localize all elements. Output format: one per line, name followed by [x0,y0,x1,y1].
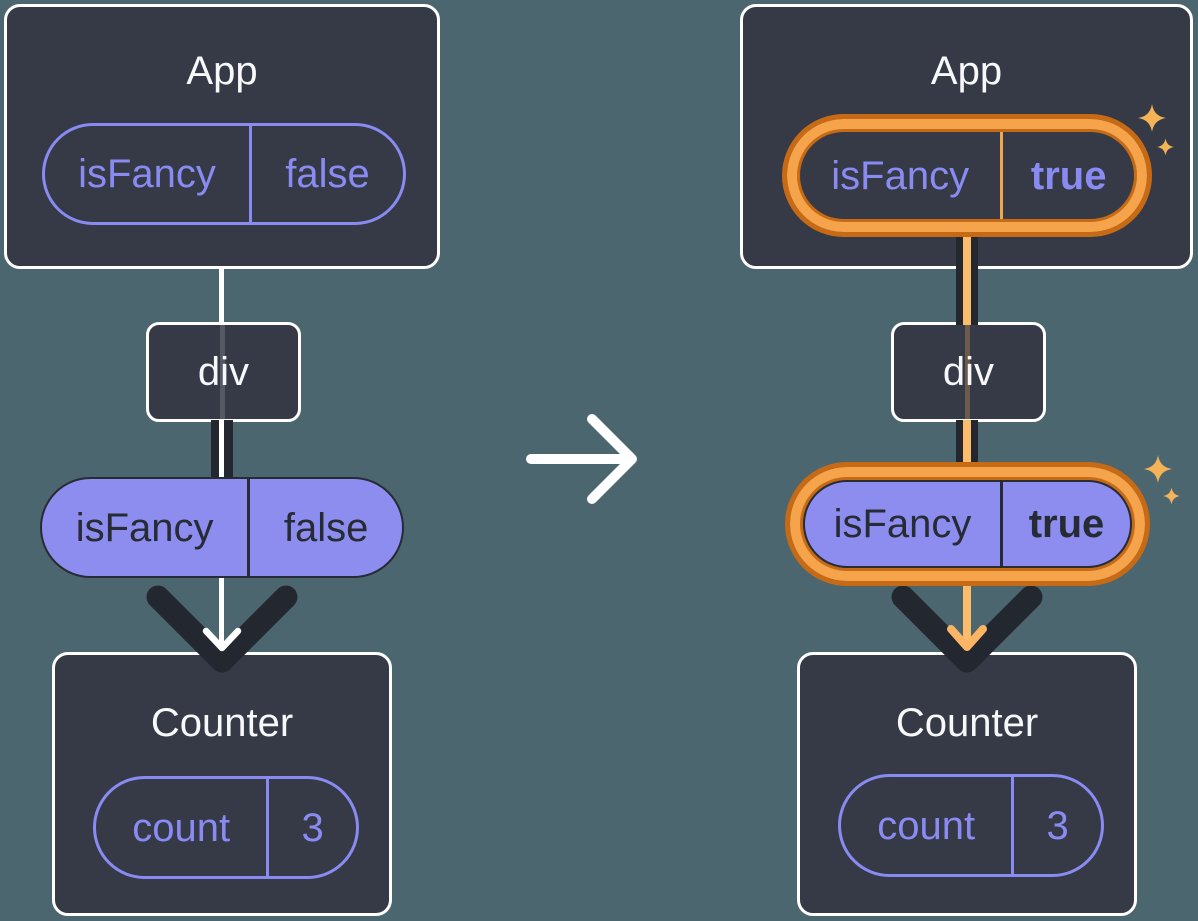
after-counter-state-name: count [877,803,976,848]
after-div-label: div [942,349,995,394]
before-passed-prop-pill: isFancy false [40,477,404,578]
before-app-prop-name: isFancy [78,152,216,196]
sparkle-icon [1144,455,1172,483]
before-app-title: App [186,49,258,93]
after-passed-prop-name: isFancy [833,502,972,546]
before-counter-state-name: count [132,805,231,850]
transition-arrow-icon [526,414,637,504]
after-app-title: App [930,49,1003,93]
before-app-prop-pill: isFancy false [42,123,406,225]
after-passed-prop-value: true [1028,502,1105,546]
after-prop-flow-line-core [963,235,971,325]
after-counter-title: Counter [895,701,1039,745]
before-flow-chevron-icon [146,585,298,673]
before-app-prop-value: false [285,152,370,196]
after-counter-state-pill: count 3 [838,774,1104,877]
before-counter-card: Counter count 3 [52,652,392,916]
before-app-card: App isFancy false [4,4,440,269]
pill-divider [1000,132,1004,219]
after-arrow-line [963,582,971,646]
before-div-label: div [197,349,250,394]
after-passed-prop-pill-highlight-ring: isFancy true [785,462,1150,586]
before-arrow-line [219,576,224,647]
prop-line-through-div [965,325,970,419]
before-passed-prop-value: false [283,505,369,550]
sparkle-icon [1138,104,1166,132]
before-prop-flow-line-core [219,420,224,480]
after-counter-card: Counter count 3 [797,652,1137,916]
after-counter-state-value: 3 [1046,803,1069,848]
sparkle-icon [1157,138,1174,156]
before-arrowhead-icon [202,627,242,652]
after-app-prop-pill-highlight-ring: isFancy true [782,114,1152,237]
before-app-to-div-line [219,266,224,324]
before-counter-state-value: 3 [301,805,324,850]
after-passed-prop-pill: isFancy true [803,480,1132,568]
before-div-card: div [146,322,301,422]
after-arrowhead-icon [947,625,987,651]
after-prop-flow-line-core [963,420,971,467]
pill-divider [266,779,270,876]
before-counter-state-pill: count 3 [93,776,359,879]
pill-divider [1000,482,1003,566]
prop-line-through-div [220,325,225,419]
pill-divider [1011,777,1015,874]
after-app-prop-name: isFancy [831,153,970,198]
after-app-prop-value: true [1030,153,1107,198]
before-counter-title: Counter [150,701,294,745]
sparkle-icon [1163,487,1180,505]
after-div-card: div [891,322,1046,422]
after-app-prop-pill: isFancy true [800,132,1134,219]
after-flow-chevron-icon [891,585,1043,673]
before-passed-prop-name: isFancy [75,505,214,550]
pill-divider [249,126,253,222]
pill-divider [247,479,251,576]
